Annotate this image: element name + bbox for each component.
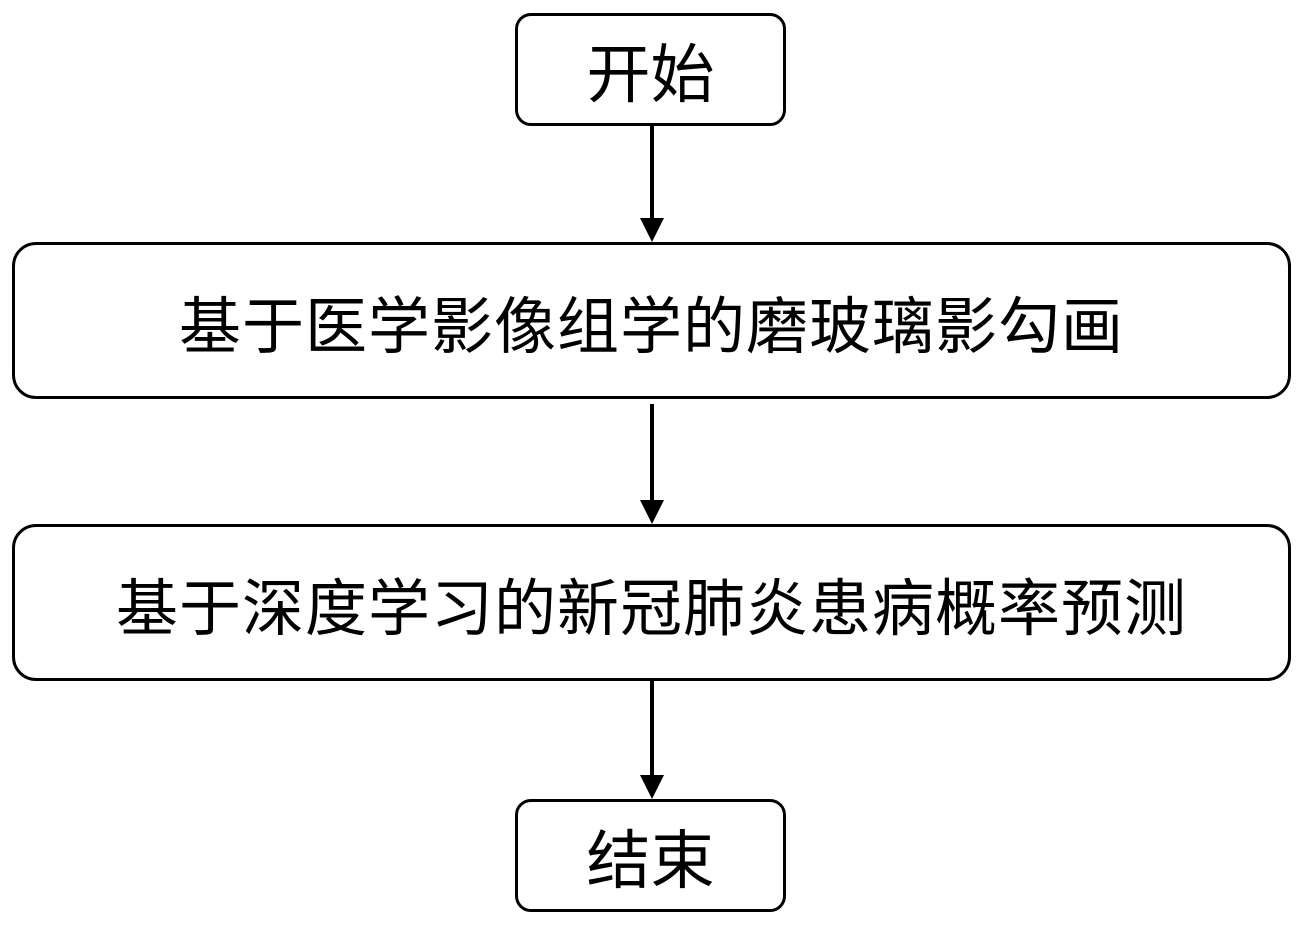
step1-label: 基于医学影像组学的磨玻璃影勾画 [178, 289, 1124, 363]
step-deep-learning-covid-prediction: 基于深度学习的新冠肺炎患病概率预测 [12, 524, 1291, 681]
step-radiomics-ggo-delineation: 基于医学影像组学的磨玻璃影勾画 [12, 242, 1291, 399]
end-label: 结束 [586, 824, 715, 899]
start-node: 开始 [515, 13, 786, 126]
end-node: 结束 [515, 799, 786, 912]
arrow-step1-to-step2 [640, 404, 664, 524]
step2-label: 基于深度学习的新冠肺炎患病概率预测 [115, 571, 1187, 645]
arrow-step2-to-end [640, 681, 664, 799]
start-label: 开始 [586, 38, 715, 113]
arrow-start-to-step1 [640, 126, 664, 242]
